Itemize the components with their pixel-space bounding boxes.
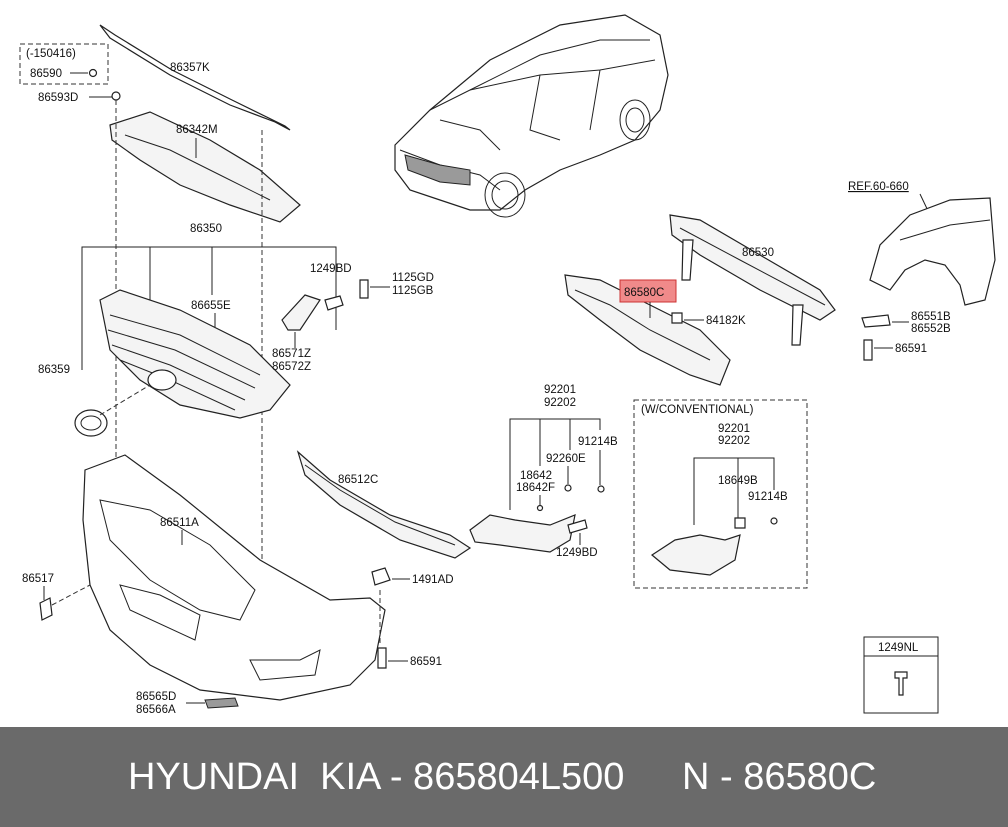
label-1125GD: 1125GD: [392, 272, 434, 284]
fog-lamp-conventional: [650, 534, 741, 576]
label-86580C: 86580C: [624, 287, 664, 299]
label-1249BD-a: 1249BD: [310, 263, 352, 275]
screw-1249BD-b: [567, 519, 588, 534]
bolt-1249BD: [324, 295, 344, 311]
screw-86591-a: [377, 647, 387, 669]
label-86655E: 86655E: [191, 300, 231, 312]
back-beam-86530: [669, 214, 836, 321]
label-conventional: (W/CONVENTIONAL): [641, 404, 754, 416]
label-84182K: 84182K: [706, 315, 746, 327]
label-91214B-b: 91214B: [748, 491, 788, 503]
label-91214B-a: 91214B: [578, 436, 618, 448]
catalog-part-code: N - 86580C: [682, 756, 877, 798]
clip-86590: [88, 68, 98, 78]
tow-hook-cap-86517: [39, 597, 53, 621]
label-18649B: 18649B: [718, 475, 758, 487]
label-92201-a: 92201: [544, 384, 576, 396]
emblem-86359: [74, 409, 108, 437]
oem-part-number: HYUNDAI KIA - 865804L500: [128, 756, 625, 798]
label-86590: 86590: [30, 68, 62, 80]
label-92202-b: 92202: [718, 435, 750, 447]
label-18642: 18642: [520, 470, 552, 482]
label-86512C: 86512C: [338, 474, 378, 486]
label-86517: 86517: [22, 573, 54, 585]
clip-86593D: [111, 91, 121, 101]
label-92202-a: 92202: [544, 397, 576, 409]
radiator-grille: [99, 289, 291, 419]
moulding-86357K: [99, 24, 291, 131]
label-92260E: 92260E: [546, 453, 586, 465]
label-86357K: 86357K: [170, 62, 210, 74]
front-fender: [869, 197, 996, 306]
label-1249NL: 1249NL: [878, 642, 919, 654]
conventional-box: [633, 399, 808, 589]
label-86359: 86359: [38, 364, 70, 376]
label-86511A: 86511A: [160, 517, 199, 529]
label-ref-60-660: REF.60-660: [848, 181, 909, 193]
clip-84182K: [671, 312, 683, 324]
label-1125GB: 1125GB: [392, 285, 434, 297]
label-86552B: 86552B: [911, 323, 951, 335]
part-number-banner: HYUNDAI KIA - 865804L500 N - 86580C: [0, 727, 1008, 827]
label-86566A: 86566A: [136, 704, 176, 716]
label-86551B: 86551B: [911, 311, 951, 323]
supersession-box: [19, 43, 109, 85]
label-86530: 86530: [742, 247, 774, 259]
highlight-86580C: [619, 279, 677, 303]
label-86572Z: 86572Z: [272, 361, 311, 373]
label-86591-a: 86591: [410, 656, 442, 668]
label-1249BD-b: 1249BD: [556, 547, 598, 559]
lower-grille-86512C: [296, 450, 472, 559]
reflector-86565D: [204, 697, 239, 709]
bracket-86571Z: [281, 294, 321, 331]
vehicle-illustration: [394, 14, 669, 218]
retainer-1491AD: [371, 567, 391, 586]
bolt-1125GD: [359, 279, 369, 299]
label-1491AD: 1491AD: [412, 574, 454, 586]
label-86350: 86350: [190, 223, 222, 235]
label-92201-b: 92201: [718, 423, 750, 435]
label-86571Z: 86571Z: [272, 348, 311, 360]
label-18642F: 18642F: [516, 482, 555, 494]
label-150416: (-150416): [26, 48, 76, 60]
label-86591-b: 86591: [895, 343, 927, 355]
label-86593D: 86593D: [38, 92, 78, 104]
fastener-box-1249NL: [863, 636, 939, 714]
screw-1249NL: [894, 671, 908, 696]
screw-86591-b: [863, 339, 873, 361]
bumper-cover-86511A: [82, 454, 386, 701]
label-86565D: 86565D: [136, 691, 176, 703]
label-86342M: 86342M: [176, 124, 218, 136]
bracket-86551B: [861, 314, 891, 328]
parts-diagram: .ln { stroke:#222; stroke-width:1; fill:…: [19, 14, 996, 716]
emblem-mount: [147, 369, 177, 391]
